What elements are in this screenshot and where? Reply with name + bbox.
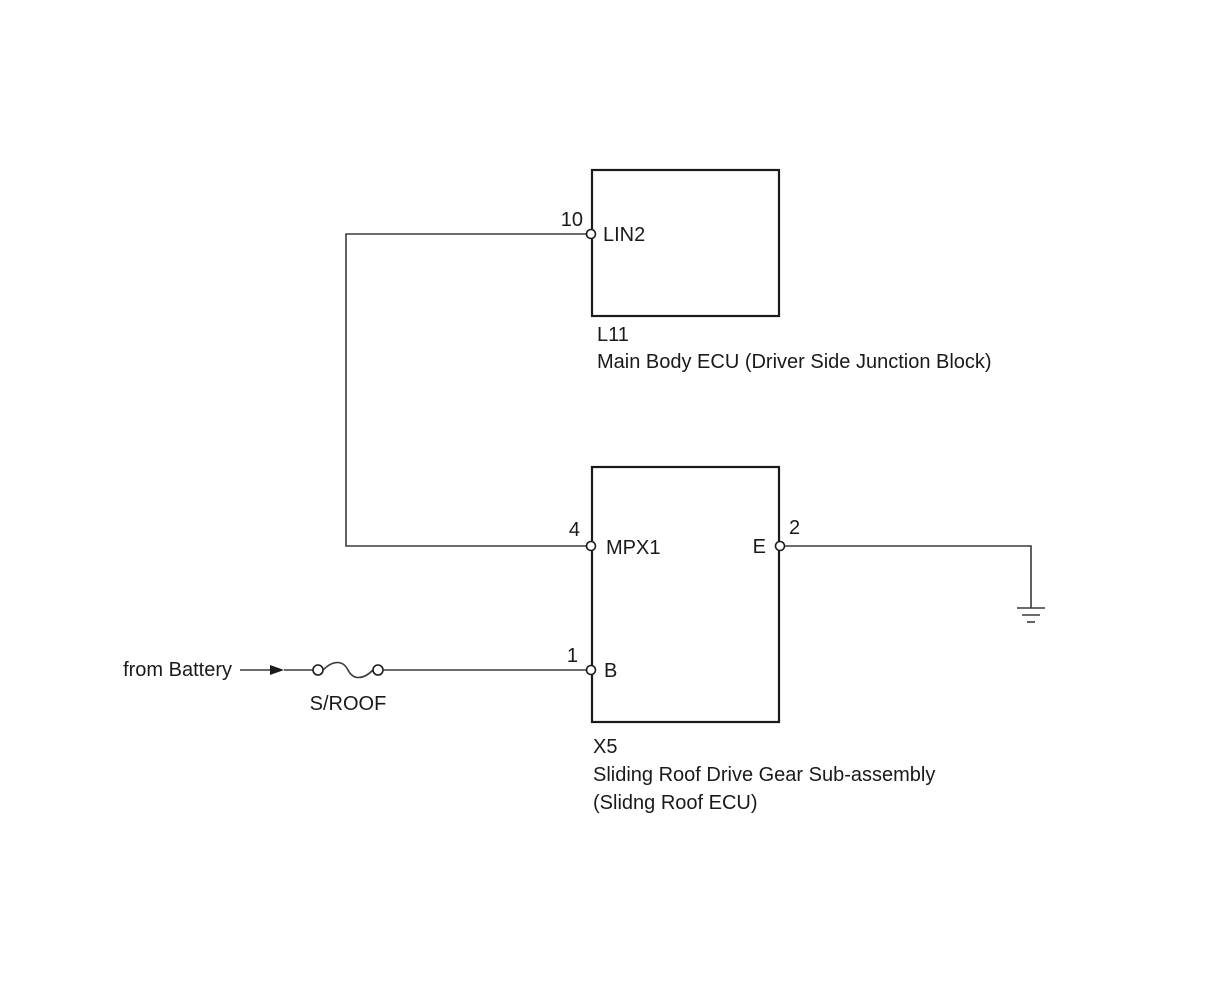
roof-ecu-connector: X5 bbox=[593, 736, 617, 758]
main-ecu-connector: L11 bbox=[597, 324, 629, 346]
pin-number-2: 2 bbox=[789, 517, 800, 539]
main-body-ecu-box bbox=[590, 168, 781, 318]
main-ecu-name: Main Body ECU (Driver Side Junction Bloc… bbox=[597, 351, 992, 373]
battery-label: from Battery bbox=[123, 659, 232, 681]
fuse-label: S/ROOF bbox=[310, 693, 387, 715]
pin-label-e: E bbox=[753, 536, 766, 558]
fuse-icon bbox=[312, 661, 384, 679]
pin-number-1: 1 bbox=[567, 645, 578, 667]
roof-ecu-name-line2: (Slidng Roof ECU) bbox=[593, 792, 758, 814]
pin-b bbox=[585, 664, 597, 676]
lin-wire bbox=[345, 233, 587, 547]
battery-arrow-icon bbox=[240, 665, 284, 675]
roof-ecu-name-line1: Sliding Roof Drive Gear Sub-assembly bbox=[593, 764, 935, 786]
pin-label-lin2: LIN2 bbox=[603, 224, 645, 246]
ground-wire bbox=[784, 545, 1032, 608]
pin-lin2 bbox=[585, 228, 597, 240]
pin-e bbox=[774, 540, 786, 552]
ground-icon bbox=[1017, 607, 1045, 623]
pin-mpx1 bbox=[585, 540, 597, 552]
sliding-roof-ecu-box bbox=[590, 465, 781, 724]
pin-label-b: B bbox=[604, 660, 617, 682]
pin-number-4: 4 bbox=[569, 519, 580, 541]
pin-number-10: 10 bbox=[561, 209, 583, 231]
pin-label-mpx1: MPX1 bbox=[606, 537, 660, 559]
